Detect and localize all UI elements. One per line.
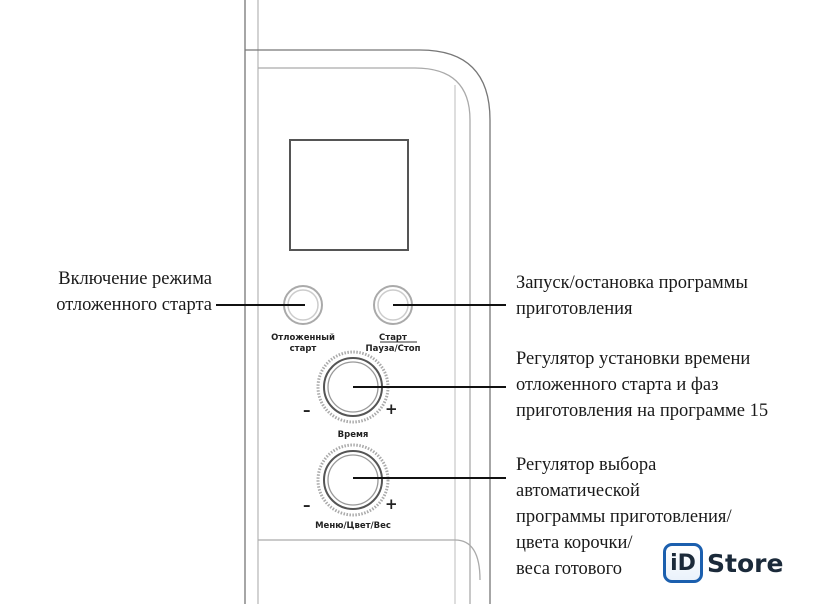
time-minus-sign: – [303,401,311,419]
callout-menu-knob: Регулятор выбора автоматической программ… [516,452,732,582]
caption-line: Старт [379,333,407,343]
time-knob-caption: Время [337,430,369,440]
leader-lines [216,304,506,479]
panel-outer-edge [245,49,491,604]
menu-minus-sign: – [303,496,311,514]
callout-line: программы приготовления/ [516,507,732,527]
callout-line: приготовления [516,299,633,319]
callout-line: веса готового [516,559,623,579]
caption-line: старт [289,344,317,354]
idstore-watermark-logo: iD Store [663,543,783,583]
delay-start-caption: Отложенный старт [268,333,338,355]
callout-start-stop: Запуск/остановка программы приготовления [516,270,748,322]
callout-delay-start: Включение режима отложенного старта [56,266,212,318]
callout-line: Включение режима [58,269,212,289]
callout-line: автоматической [516,481,640,501]
logo-icon: iD [663,543,703,583]
callout-line: Регулятор выбора [516,455,657,475]
time-plus-sign: + [385,400,398,418]
caption-line: Отложенный [271,333,335,343]
callout-line: отложенного старта [56,295,212,315]
callout-time-knob: Регулятор установки времени отложенного … [516,346,768,424]
menu-knob-caption: Меню/Цвет/Вес [315,521,391,531]
callout-line: приготовления на программе 15 [516,401,769,421]
callout-line: отложенного старта и фаз [516,375,719,395]
callout-line: цвета корочки/ [516,533,633,553]
callout-line: Запуск/остановка программы [516,273,748,293]
display-screen [289,139,409,251]
start-stop-caption: Старт Пауза/Стоп [358,333,428,355]
logo-text: Store [707,548,784,578]
caption-line: Пауза/Стоп [365,344,421,354]
menu-plus-sign: + [385,495,398,513]
menu-knob [316,443,390,517]
callout-line: Регулятор установки времени [516,349,751,369]
